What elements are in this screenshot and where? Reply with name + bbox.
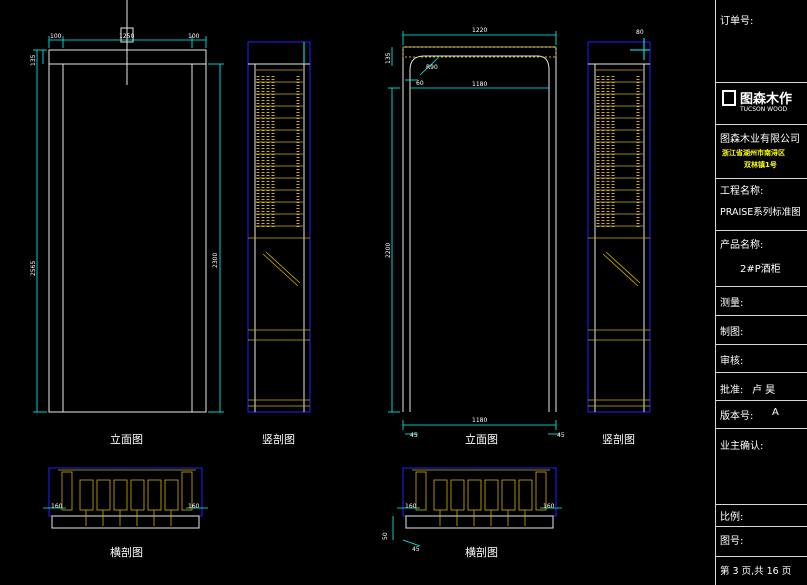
dim-right-side-small: 135 [385, 52, 392, 64]
right-elevation-dims [388, 31, 560, 435]
review-label: 审核: [720, 356, 744, 367]
tb-product-row: 产品名称: 2#P酒柜 [716, 230, 807, 287]
address-line2: 双林镇1号 [744, 161, 777, 169]
draw-label: 制图: [720, 327, 744, 338]
dim-right-bottom-width: 1180 [472, 417, 488, 424]
right-section [587, 38, 651, 413]
tb-project-row: 工程名称: PRAISE系列标准图 [716, 178, 807, 231]
dim-plan-right-b: 160 [543, 503, 555, 510]
dim-right-corner: 60 [416, 80, 424, 87]
scale-label: 比例: [720, 512, 744, 523]
logo-text: 图森木作 [740, 92, 793, 107]
dim-plan-right-a: 160 [405, 503, 417, 510]
tb-owner-row: 业主确认: [716, 428, 807, 505]
dim-left-height-outer: 2565 [30, 260, 37, 276]
address-line1: 浙江省湖州市南浔区 [722, 149, 785, 157]
left-section [247, 41, 311, 413]
left-plan [43, 467, 208, 529]
label-right-plan: 横剖图 [465, 546, 498, 559]
tb-page-row: 第 3 页,共 16 页 [716, 556, 807, 585]
dim-right-radius: R90 [426, 64, 438, 71]
dim-plan-right-bottom: 45 [412, 546, 420, 553]
left-elevation-dims [33, 36, 224, 413]
dim-section-top: 80 [636, 29, 644, 36]
dim-left-top-b: 1250 [119, 33, 135, 40]
tb-logo-row: 图森木作 TUCSON WOOD [716, 82, 807, 125]
project-label: 工程名称: [720, 186, 764, 197]
order-no-label: 订单号: [720, 16, 754, 27]
tb-draw-row: 制图: [716, 315, 807, 345]
owner-label: 业主确认: [720, 441, 764, 452]
dim-right-bottom-right: 45 [557, 432, 565, 439]
logo-icon [722, 90, 736, 106]
tb-drawing-no-row: 图号: [716, 526, 807, 557]
label-left-plan: 横剖图 [110, 546, 143, 559]
tb-review-row: 审核: [716, 344, 807, 373]
company-name: 图森木业有限公司 [720, 134, 800, 145]
dim-plan-right-side: 50 [382, 532, 389, 540]
version-value: A [772, 407, 779, 418]
tb-order-row: 订单号: [716, 0, 807, 83]
tb-company-row: 图森木业有限公司 浙江省湖州市南浔区 双林镇1号 [716, 124, 807, 179]
approve-value: 卢 昊 [752, 385, 776, 396]
tb-version-row: 版本号: A [716, 400, 807, 429]
drawing-no-label: 图号: [720, 536, 744, 547]
dim-plan-left-a: 160 [51, 503, 63, 510]
title-block: 订单号: 图森木作 TUCSON WOOD 图森木业有限公司 浙江省湖州市南浔区… [715, 0, 807, 585]
tb-scale-row: 比例: [716, 504, 807, 527]
dim-right-height: 2200 [385, 242, 392, 258]
approve-label: 批准: [720, 385, 744, 396]
right-plan [392, 467, 562, 547]
dim-left-h-small: 135 [30, 54, 37, 66]
dim-left-top-c: 100 [188, 33, 200, 40]
label-right-section: 竖剖图 [602, 433, 635, 446]
dim-right-inner-width: 1180 [472, 81, 488, 88]
page-info: 第 3 页,共 16 页 [720, 566, 792, 577]
dim-plan-left-b: 160 [188, 503, 200, 510]
left-elevation [48, 49, 207, 413]
measure-label: 测量: [720, 298, 744, 309]
tb-approve-row: 批准: 卢 昊 [716, 372, 807, 401]
label-left-elevation: 立面图 [110, 433, 143, 446]
dim-right-bottom-left: 45 [410, 432, 418, 439]
dim-left-height-inner: 2300 [212, 252, 219, 268]
left-center-marker [120, 0, 134, 85]
product-value: 2#P酒柜 [740, 264, 781, 275]
label-left-section: 竖剖图 [262, 433, 295, 446]
dim-right-top-width: 1220 [472, 27, 488, 34]
version-label: 版本号: [720, 411, 754, 422]
right-elevation [402, 46, 557, 412]
tb-measure-row: 测量: [716, 286, 807, 316]
dim-left-top-a: 100 [50, 33, 62, 40]
logo-sub: TUCSON WOOD [740, 106, 788, 113]
label-right-elevation: 立面图 [465, 433, 498, 446]
project-value: PRAISE系列标准图 [720, 207, 801, 218]
product-label: 产品名称: [720, 240, 764, 251]
